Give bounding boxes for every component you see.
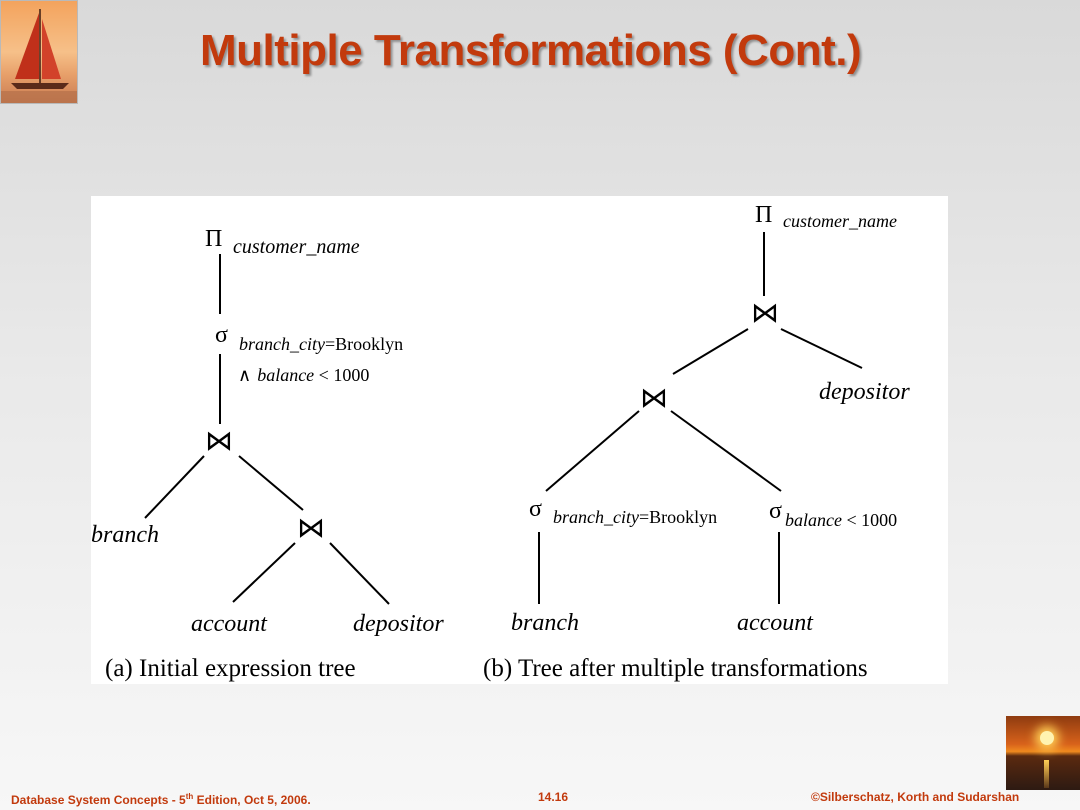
leaf-account-a: account <box>191 611 268 637</box>
expression-tree-figure: Π customer_name σ branch_city=Brooklyn ∧… <box>91 196 948 684</box>
footer-book-info: Database System Concepts - 5th Edition, … <box>11 792 311 807</box>
edge-a-join-branch <box>144 455 205 519</box>
selection-rest-b1: =Brooklyn <box>639 507 717 527</box>
slide-title: Multiple Transformations (Cont.) <box>200 26 862 75</box>
and-symbol-a: ∧ <box>238 365 251 385</box>
selection-rest-b2: < 1000 <box>842 510 897 530</box>
sun-icon <box>1040 731 1054 745</box>
pi-symbol-b: Π <box>755 202 772 228</box>
edge-a-join2-depositor <box>329 542 390 605</box>
leaf-depositor-a: depositor <box>353 611 444 637</box>
sailboat-icon <box>1 9 77 103</box>
tree-a: Π customer_name σ branch_city=Brooklyn ∧… <box>91 226 444 682</box>
footer-page-number: 14.16 <box>538 790 569 804</box>
edge-b-join2-sigma1 <box>545 410 640 492</box>
selection-rest-a1: =Brooklyn <box>325 334 403 354</box>
projection-attr-a: customer_name <box>233 236 360 258</box>
tree-b: Π customer_name ⋈ ⋈ depositor σ branch_c… <box>483 202 910 682</box>
sigma-symbol-a: σ <box>215 322 228 348</box>
selection-condition-b2: balance < 1000 <box>785 510 897 530</box>
edge-a-join-join2 <box>238 455 304 511</box>
join-symbol-a1: ⋈ <box>205 426 233 457</box>
leaf-depositor-b: depositor <box>819 379 910 405</box>
sunset-image <box>1006 716 1080 790</box>
edge-b-join2-sigma2 <box>670 410 782 492</box>
edge-b-join-depositor <box>780 328 863 369</box>
leaf-branch-a: branch <box>91 522 159 548</box>
sigma-symbol-b2: σ <box>769 498 782 524</box>
caption-b: (b) Tree after multiple transformations <box>483 655 868 682</box>
join-symbol-a2: ⋈ <box>297 513 325 544</box>
sigma-symbol-b1: σ <box>529 496 542 522</box>
selection-attr-a1: branch_city <box>239 334 325 354</box>
selection-condition-b1: branch_city=Brooklyn <box>553 507 717 527</box>
footer-copyright: ©Silberschatz, Korth and Sudarshan <box>811 790 1020 804</box>
selection-attr-a2: balance <box>257 365 314 385</box>
pi-symbol-a: Π <box>205 226 222 252</box>
edge-b-join-join2 <box>672 328 749 375</box>
join-symbol-b2: ⋈ <box>640 383 668 414</box>
selection-condition-a-line1: branch_city=Brooklyn <box>239 334 403 354</box>
selection-condition-a-line2: ∧ balance < 1000 <box>238 365 369 385</box>
selection-attr-b1: branch_city <box>553 507 639 527</box>
join-symbol-b1: ⋈ <box>751 298 779 329</box>
selection-attr-b2: balance <box>785 510 842 530</box>
edge-a-join2-account <box>232 542 296 603</box>
leaf-branch-b: branch <box>511 610 579 636</box>
projection-attr-b: customer_name <box>783 211 897 231</box>
selection-rest-a2: < 1000 <box>314 365 369 385</box>
sailboat-logo <box>0 0 78 104</box>
leaf-account-b: account <box>737 610 814 636</box>
caption-a: (a) Initial expression tree <box>105 655 356 682</box>
expression-trees-svg: Π customer_name σ branch_city=Brooklyn ∧… <box>91 202 910 682</box>
